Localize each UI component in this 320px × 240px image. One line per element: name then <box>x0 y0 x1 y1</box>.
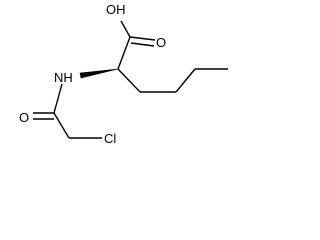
bond-carboxyl-carbon-alpha <box>117 36 131 70</box>
atom-label-amide-oxygen: O <box>19 110 29 125</box>
atom-label-carboxyl-oxygen: O <box>156 35 166 50</box>
bond-chain-3 <box>175 68 196 93</box>
bond-carboxyl-double-o-a <box>129 36 156 41</box>
bond-amide-carbon-ch2 <box>53 112 70 139</box>
atom-label-chlorine: Cl <box>104 131 116 146</box>
atom-label-hydroxyl: OH <box>106 2 126 17</box>
bond-carboxyl-double-o-b <box>130 42 155 47</box>
bond-chain-1 <box>117 68 141 93</box>
bond-nh-amide-carbon <box>53 83 63 114</box>
atom-label-amide-nitrogen: NH <box>54 70 73 85</box>
stereo-wedge-bond <box>79 68 119 79</box>
chemical-structure-diagram: OH O NH O Cl <box>19 2 228 146</box>
bond-oh-carboxyl-carbon <box>120 20 131 38</box>
